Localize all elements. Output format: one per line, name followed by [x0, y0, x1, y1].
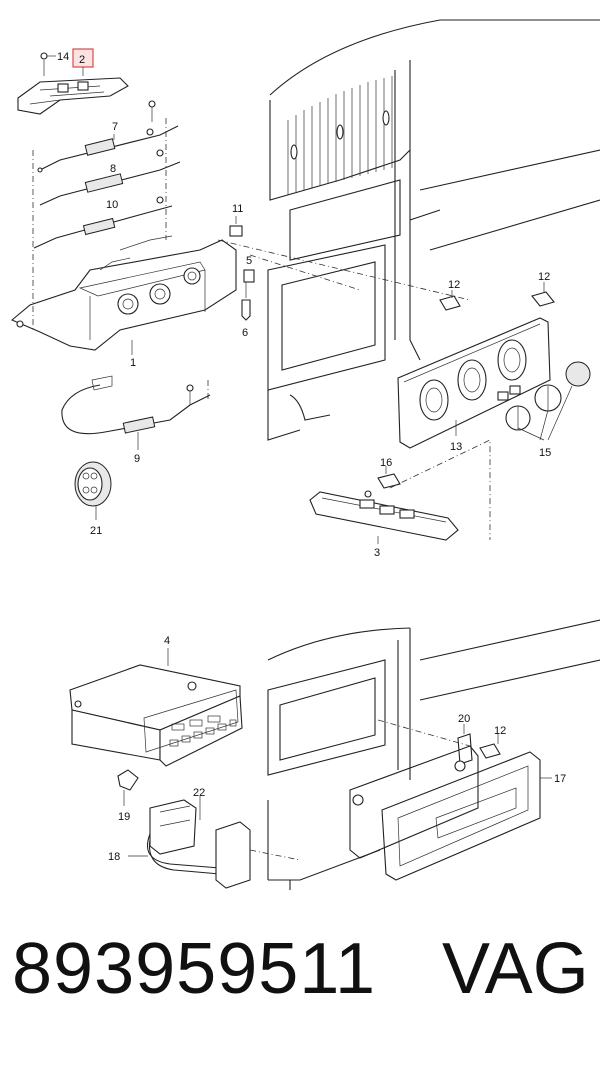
svg-text:15: 15 [539, 447, 551, 459]
dash-dot-lines [32, 118, 471, 330]
dashboard-console-bottom [267, 619, 600, 890]
radio-part-4: 4 [69, 635, 243, 767]
callout-2-highlighted: 2 [72, 48, 94, 76]
svg-text:18: 18 [108, 851, 120, 863]
svg-text:9: 9 [134, 453, 140, 465]
bulb-part-6: 6 [241, 282, 251, 339]
screw-icon [148, 100, 156, 122]
control-cable-7: 7 [37, 121, 179, 173]
svg-text:16: 16 [380, 457, 392, 469]
part-number-label: 893959511 [12, 929, 377, 1009]
svg-text:14: 14 [57, 51, 69, 63]
svg-text:12: 12 [494, 725, 506, 737]
rotary-knobs-part-15: 15 [505, 361, 591, 459]
svg-text:1: 1 [130, 357, 136, 369]
svg-text:20: 20 [458, 713, 470, 725]
heater-control-unit-1: 1 [10, 235, 237, 369]
svg-text:11: 11 [232, 203, 243, 215]
clip-part-11: 11 [229, 203, 243, 237]
svg-text:4: 4 [164, 635, 170, 647]
control-cable-8: 8 [39, 149, 181, 206]
svg-text:12: 12 [448, 279, 460, 291]
svg-text:6: 6 [242, 327, 248, 339]
clip-part-19: 19 [117, 769, 139, 823]
dashboard-console-top [267, 19, 600, 441]
screw-part-16: 16 [377, 457, 401, 489]
control-cable-10: 10 [33, 196, 173, 249]
svg-text:8: 8 [110, 163, 116, 175]
connector-part-22: 22 [149, 787, 205, 855]
wiring-harness-part-18: 18 [108, 821, 301, 889]
mounting-plate [349, 745, 479, 859]
svg-text:17: 17 [554, 773, 566, 785]
svg-text:13: 13 [450, 441, 462, 453]
svg-text:19: 19 [118, 811, 130, 823]
bracket-part-20: 20 [457, 713, 473, 765]
svg-text:3: 3 [374, 547, 380, 559]
svg-text:12: 12 [538, 271, 550, 283]
svg-text:2: 2 [79, 54, 85, 66]
svg-text:10: 10 [106, 199, 118, 211]
svg-text:5: 5 [246, 255, 252, 267]
screw-part-12-c: 12 [377, 719, 506, 759]
trim-frame-part-17: 17 [381, 751, 566, 881]
switch-panel-part-3: 3 [309, 439, 491, 559]
brand-label: VAG [442, 929, 589, 1009]
knob-part-21: 21 [74, 461, 112, 537]
control-cable-9: 9 [61, 375, 211, 465]
trim-panel-part-13: 13 [397, 317, 551, 453]
bracket-part-2 [17, 77, 129, 115]
screw-part-12-a: 12 [439, 279, 461, 311]
socket-part-5: 5 [243, 255, 255, 283]
svg-text:7: 7 [112, 121, 118, 133]
svg-text:22: 22 [193, 787, 205, 799]
exploded-parts-diagram: 14 2 7 8 10 [10, 19, 600, 890]
screw-part-12-b: 12 [531, 271, 555, 307]
callout-14: 14 [40, 51, 69, 76]
svg-text:21: 21 [90, 525, 102, 537]
